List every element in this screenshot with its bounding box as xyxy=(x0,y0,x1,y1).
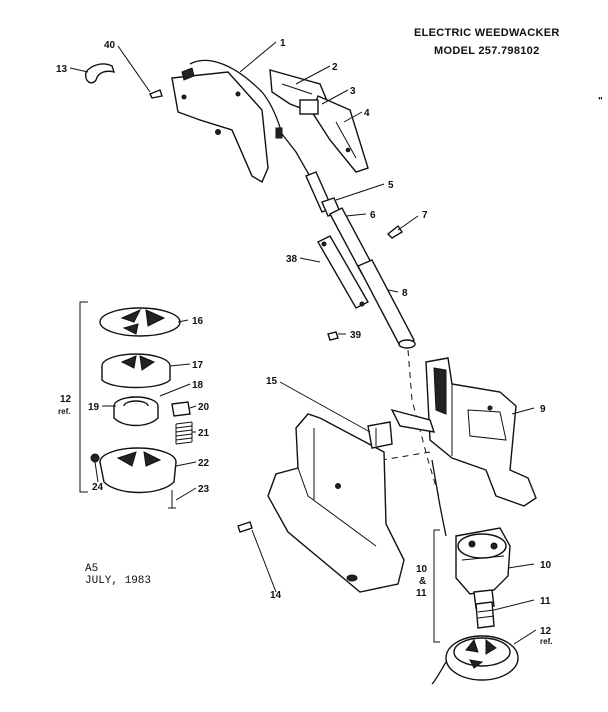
callout-3: 3 xyxy=(350,86,356,97)
revision-code: A5 xyxy=(85,563,99,575)
callout-7: 7 xyxy=(422,210,428,221)
spool-assembly xyxy=(431,635,519,685)
callout-10-group-amp: & xyxy=(419,576,426,587)
callout-24: 24 xyxy=(92,482,104,493)
spool-17 xyxy=(101,353,171,389)
callout-20: 20 xyxy=(198,402,210,413)
callout-11-group: 11 xyxy=(416,588,427,599)
handle-left-half xyxy=(171,67,269,184)
screw-7 xyxy=(386,224,403,239)
callout-15: 15 xyxy=(266,376,278,387)
stray-mark: " xyxy=(598,96,603,107)
callout-13: 13 xyxy=(56,64,68,75)
screw-14 xyxy=(237,521,253,533)
eyelet-24 xyxy=(90,453,100,463)
callout-12-group-ref: ref. xyxy=(58,407,70,416)
switch-terminal xyxy=(275,127,283,139)
model-number: MODEL 257.798102 xyxy=(434,45,540,57)
spool-group-bracket xyxy=(79,301,88,493)
bracket xyxy=(390,408,436,433)
motor-housing xyxy=(425,357,537,507)
button-20 xyxy=(171,401,191,417)
power-cord xyxy=(189,59,283,135)
motor-group-bracket xyxy=(433,529,440,643)
screw-23 xyxy=(168,490,176,509)
callout-4: 4 xyxy=(364,108,370,119)
shaft-tube-8 xyxy=(357,259,416,349)
spool-housing-22 xyxy=(99,447,177,494)
revision-date: JULY, 1983 xyxy=(85,575,152,587)
callout-12-ref: ref. xyxy=(540,637,552,646)
callout-1: 1 xyxy=(280,38,286,49)
callout-22: 22 xyxy=(198,458,210,469)
cord-wire xyxy=(281,133,313,181)
nut-39 xyxy=(327,331,339,341)
spool-hub-18-19 xyxy=(113,396,159,427)
clip xyxy=(367,421,393,449)
callout-40: 40 xyxy=(104,40,116,51)
callout-2: 2 xyxy=(332,62,338,73)
guard xyxy=(267,413,405,593)
switch xyxy=(299,99,319,115)
motor-cord xyxy=(431,459,447,537)
callout-8: 8 xyxy=(402,288,408,299)
callout-14: 14 xyxy=(270,590,282,601)
callout-11: 11 xyxy=(540,596,551,607)
callout-6: 6 xyxy=(370,210,376,221)
callout-21: 21 xyxy=(198,428,210,439)
callout-5: 5 xyxy=(388,180,394,191)
switch-trigger xyxy=(311,95,369,173)
screw-40 xyxy=(149,89,163,99)
diagram-title: ELECTRIC WEEDWACKER xyxy=(414,27,560,39)
callout-10: 10 xyxy=(540,560,552,571)
callout-16: 16 xyxy=(192,316,204,327)
motor xyxy=(455,527,511,609)
callout-12: 12 xyxy=(540,626,552,637)
callout-9: 9 xyxy=(540,404,546,415)
callout-23: 23 xyxy=(198,484,210,495)
callout-38: 38 xyxy=(286,254,298,265)
leader-lines xyxy=(69,41,537,645)
callout-17: 17 xyxy=(192,360,204,371)
motor-shaft-11 xyxy=(475,601,495,629)
hook-13 xyxy=(84,63,116,84)
callout-10-group: 10 xyxy=(416,564,428,575)
callout-12-group: 12 xyxy=(60,394,72,405)
shaft-coupler-38 xyxy=(317,235,369,309)
callout-39: 39 xyxy=(350,330,362,341)
shaft-upper xyxy=(305,171,341,217)
spool-cover-16 xyxy=(99,307,181,337)
spring-21 xyxy=(175,421,193,445)
callout-18: 18 xyxy=(192,380,204,391)
callout-19: 19 xyxy=(88,402,100,413)
